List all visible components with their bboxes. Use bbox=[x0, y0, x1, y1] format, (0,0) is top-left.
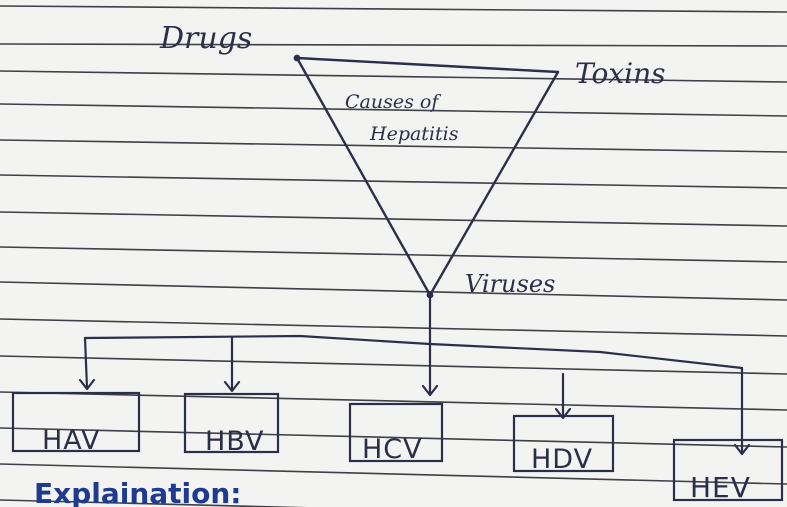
drugs-label: Drugs bbox=[159, 21, 252, 56]
ruled-line bbox=[0, 43, 787, 47]
ruled-line bbox=[0, 499, 307, 507]
connectors bbox=[78, 294, 751, 456]
box-hbv-label: HBV bbox=[205, 426, 264, 457]
ruled-line bbox=[0, 463, 787, 485]
box-hcv bbox=[348, 402, 444, 463]
ruled-line bbox=[0, 427, 787, 448]
box-hev-label: HEV bbox=[690, 471, 751, 504]
funnel-label-line1: Causes of bbox=[345, 91, 441, 113]
arrowhead-icon bbox=[733, 443, 751, 456]
ruled-line bbox=[0, 103, 787, 117]
ruled-line bbox=[0, 174, 787, 189]
viruses-label: Viruses bbox=[465, 270, 555, 298]
box-hcv-label: HCV bbox=[362, 434, 423, 465]
arrowhead-icon bbox=[554, 407, 572, 420]
ruled-line bbox=[0, 281, 787, 301]
box-hdv-label: HDV bbox=[531, 444, 593, 475]
funnel-left-edge bbox=[295, 56, 432, 297]
ruled-lines bbox=[0, 5, 787, 507]
box-hbv bbox=[183, 392, 280, 454]
toxins-label: Toxins bbox=[575, 57, 666, 90]
funnel-top-edge bbox=[295, 56, 560, 74]
arrowhead-icon bbox=[223, 380, 241, 393]
ruled-line bbox=[0, 70, 787, 83]
box-hev bbox=[672, 438, 784, 502]
funnel-label-line2: Hepatitis bbox=[369, 123, 459, 145]
ruled-line bbox=[0, 355, 787, 375]
virus-boxes bbox=[11, 391, 784, 502]
box-hav-label: HAV bbox=[42, 425, 101, 456]
arrowhead-icon bbox=[421, 384, 439, 397]
box-hdv bbox=[512, 414, 615, 473]
branch-hav bbox=[83, 336, 89, 390]
ruled-line bbox=[0, 391, 787, 411]
funnel-right-edge bbox=[428, 70, 560, 297]
ruled-line bbox=[0, 246, 787, 263]
box-hav bbox=[11, 391, 141, 453]
ruled-line bbox=[0, 318, 787, 337]
ruled-line bbox=[0, 139, 787, 153]
ruled-line bbox=[0, 5, 787, 13]
horizontal-bus bbox=[83, 334, 744, 370]
explanation-heading: Explaination: bbox=[34, 477, 242, 507]
ruled-line bbox=[0, 211, 787, 227]
funnel-corner-dot bbox=[293, 54, 301, 62]
arrowhead-icon bbox=[78, 378, 96, 391]
